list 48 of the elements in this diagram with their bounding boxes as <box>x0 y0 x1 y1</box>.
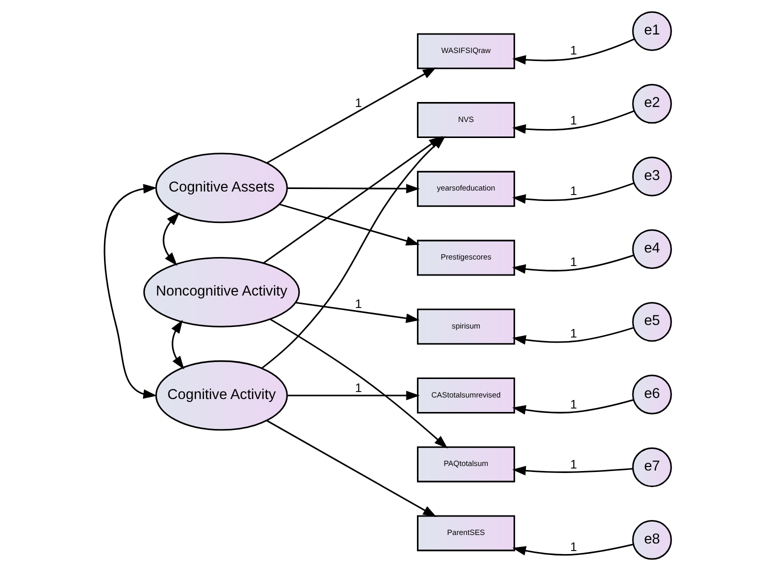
arrow <box>171 320 184 370</box>
node-circle: e2 <box>632 84 672 124</box>
node-box: NVS <box>416 102 516 138</box>
node-box: Prestigescores <box>416 240 516 276</box>
edge-label: 1 <box>354 381 362 396</box>
arrow <box>512 182 634 204</box>
node-box: yearsofeducation <box>416 170 516 207</box>
node-ellipse: Cognitive Activity <box>155 360 288 431</box>
arrow <box>512 110 634 134</box>
node-circle: e8 <box>632 520 672 560</box>
node-box: spirisum <box>416 308 516 345</box>
edge-label: 1 <box>570 113 578 128</box>
edge-label: 1 <box>570 43 578 58</box>
node-circle: e5 <box>632 302 672 342</box>
arrow <box>512 399 634 415</box>
arrow <box>266 67 436 164</box>
edge-label: 1 <box>570 397 578 412</box>
node-box: WASIFSIQraw <box>416 33 516 70</box>
arrow <box>279 204 420 246</box>
arrow <box>104 184 157 399</box>
arrow <box>296 302 420 323</box>
edge-label: 1 <box>354 296 362 311</box>
arrow <box>287 184 420 194</box>
arrow <box>270 318 448 449</box>
arrow <box>512 544 634 556</box>
node-box: PAQtotalsum <box>416 446 516 482</box>
node-ellipse: Noncognitive Activity <box>143 257 300 328</box>
node-circle: e3 <box>632 156 672 196</box>
arrow <box>512 466 633 476</box>
arrow <box>512 326 634 345</box>
edge-label: 1 <box>570 184 578 198</box>
edge-label: 1 <box>570 540 578 554</box>
node-circle: e4 <box>632 229 672 270</box>
node-box: CAStotalsumrevised <box>416 378 516 414</box>
arrow <box>512 38 635 65</box>
arrow <box>512 254 634 274</box>
node-box: ParentSES <box>416 515 516 552</box>
arrow <box>287 390 420 400</box>
node-ellipse: Cognitive Assets <box>155 152 288 224</box>
edge-label: 1 <box>354 96 362 110</box>
edge-label: 1 <box>570 326 578 341</box>
node-circle: e1 <box>632 11 672 51</box>
edge-label: 1 <box>570 254 578 269</box>
arrow <box>162 212 180 266</box>
arrow <box>266 420 437 518</box>
node-circle: e7 <box>632 447 672 488</box>
edge-label: 1 <box>570 458 578 472</box>
node-circle: e6 <box>632 374 672 414</box>
